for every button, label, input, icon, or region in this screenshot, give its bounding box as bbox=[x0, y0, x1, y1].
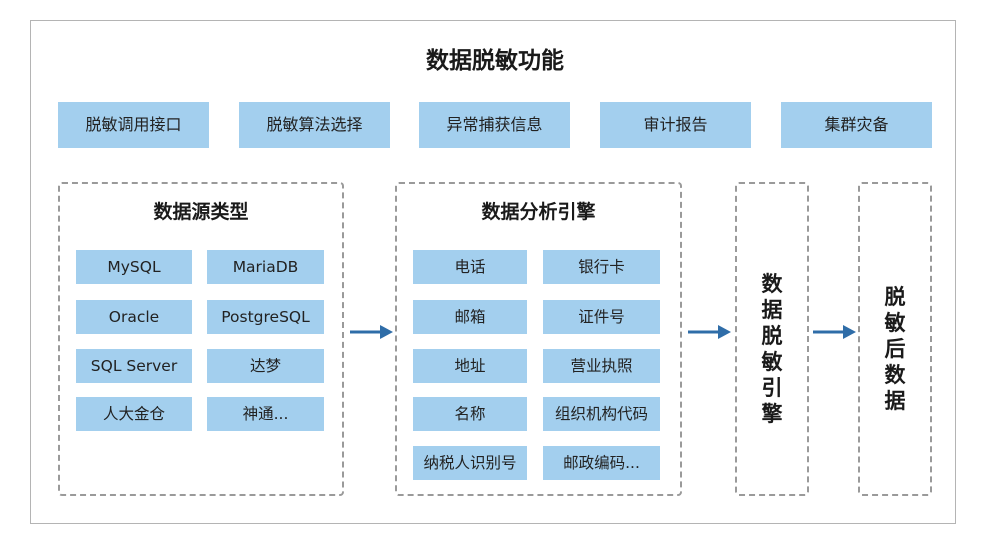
data-source-item: 神通... bbox=[207, 397, 324, 431]
data-source-item: MySQL bbox=[76, 250, 192, 284]
analysis-engine-item: 邮政编码... bbox=[543, 446, 660, 480]
feature-exception-capture: 异常捕获信息 bbox=[419, 102, 570, 148]
analysis-engine-title: 数据分析引擎 bbox=[481, 201, 596, 223]
data-source-item: 达梦 bbox=[207, 349, 324, 383]
analysis-engine-item: 证件号 bbox=[543, 300, 660, 334]
flow-arrow-1 bbox=[350, 325, 393, 339]
data-source-item: PostgreSQL bbox=[207, 300, 324, 334]
data-source-item: SQL Server bbox=[76, 349, 192, 383]
data-source-item: Oracle bbox=[76, 300, 192, 334]
analysis-engine-item: 银行卡 bbox=[543, 250, 660, 284]
feature-algorithm-select: 脱敏算法选择 bbox=[239, 102, 390, 148]
data-source-item: MariaDB bbox=[207, 250, 324, 284]
feature-cluster-backup: 集群灾备 bbox=[781, 102, 932, 148]
analysis-engine-item: 地址 bbox=[413, 349, 527, 383]
page-title: 数据脱敏功能 bbox=[426, 48, 564, 74]
feature-masking-api: 脱敏调用接口 bbox=[58, 102, 209, 148]
analysis-engine-item: 组织机构代码 bbox=[543, 397, 660, 431]
analysis-engine-item: 邮箱 bbox=[413, 300, 527, 334]
masked-data-box bbox=[858, 182, 932, 496]
feature-audit-report: 审计报告 bbox=[600, 102, 751, 148]
flow-arrow-3 bbox=[813, 325, 856, 339]
analysis-engine-group bbox=[395, 182, 682, 496]
flow-arrow-2 bbox=[688, 325, 731, 339]
data-source-group bbox=[58, 182, 344, 496]
masking-engine-box bbox=[735, 182, 809, 496]
data-source-title: 数据源类型 bbox=[153, 201, 249, 223]
analysis-engine-item: 名称 bbox=[413, 397, 527, 431]
analysis-engine-item: 营业执照 bbox=[543, 349, 660, 383]
data-source-item: 人大金仓 bbox=[76, 397, 192, 431]
analysis-engine-item: 电话 bbox=[413, 250, 527, 284]
masking-engine-title: 数 据 脱 敏 引 擎 bbox=[761, 272, 783, 426]
outer-frame bbox=[30, 20, 956, 524]
masked-data-title: 脱 敏 后 数 据 bbox=[884, 285, 906, 413]
analysis-engine-item: 纳税人识别号 bbox=[413, 446, 527, 480]
